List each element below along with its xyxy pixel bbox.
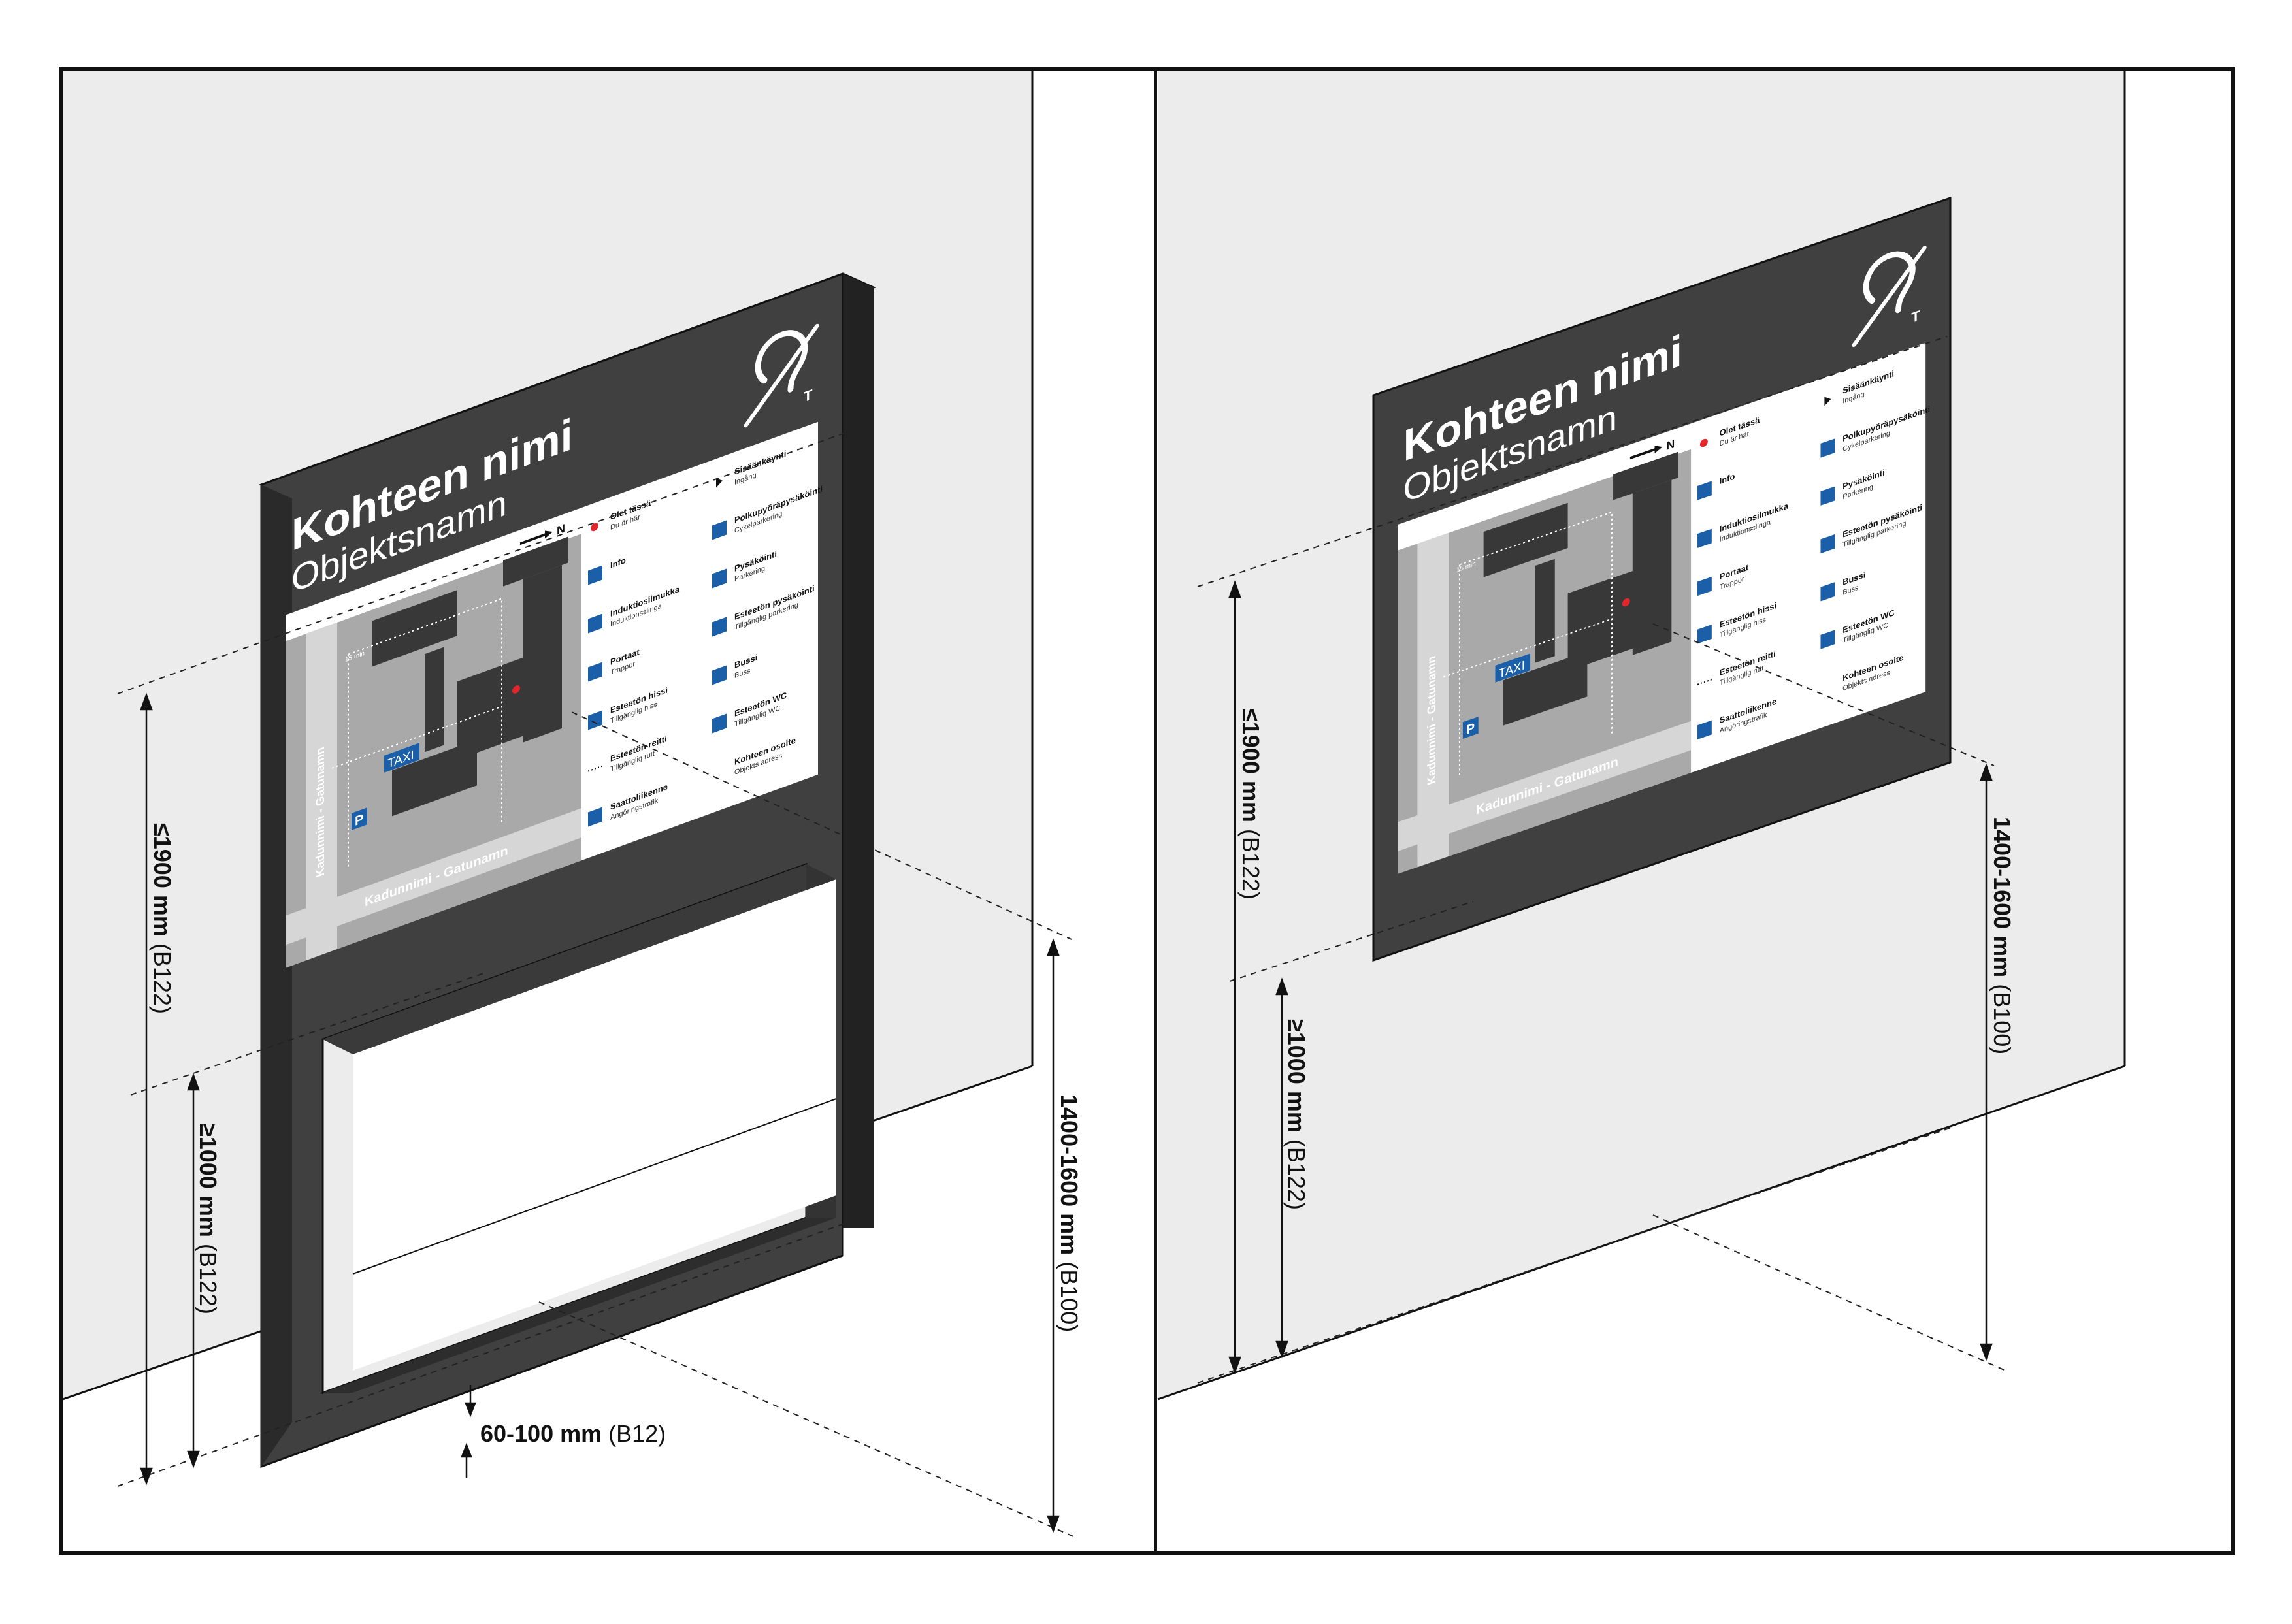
drop-off-icon: [1697, 720, 1712, 739]
loop-letter: T: [804, 385, 813, 405]
frame-right-face: [843, 274, 874, 1228]
info-icon: [588, 565, 602, 585]
hearing-loop-icon: T: [744, 323, 819, 428]
you-are-here-marker: [1622, 598, 1630, 607]
north-label: N: [557, 521, 565, 538]
main-street: [1398, 721, 1692, 851]
induction-loop-icon: [588, 613, 602, 634]
accessible-wc-icon: [1820, 630, 1835, 649]
dimension-arrows: [140, 580, 1993, 1533]
opening-inner-bottom: [323, 1218, 836, 1393]
stairs-icon: [1697, 576, 1712, 596]
parking-icon: [712, 568, 727, 589]
elevator-icon: [588, 710, 602, 730]
induction-loop-icon: [1697, 528, 1712, 548]
right-center-height-label: 1400-1600 mm (B100): [1989, 817, 2016, 1054]
parking-label: P: [355, 811, 364, 829]
bus-icon: [712, 665, 727, 685]
hearing-loop-icon: T: [1852, 245, 1927, 348]
base-gap-label: 60-100 mm (B12): [480, 1420, 666, 1447]
map-building: [372, 590, 457, 667]
map-building: [392, 739, 477, 817]
dotted-route-icon: [588, 765, 602, 772]
side-street-label: Kadunnimi - Gatunamn: [1425, 654, 1438, 787]
opening-floor-view: [353, 879, 836, 1371]
elevator-icon: [1697, 625, 1712, 644]
map-building: [503, 536, 568, 587]
parking-icon: [1462, 717, 1479, 739]
loop-letter: T: [1911, 307, 1920, 326]
taxi-icon: [1495, 653, 1531, 683]
opening-floor-line: [352, 1098, 837, 1275]
info-icon: [1697, 481, 1712, 500]
map-building: [1613, 451, 1678, 500]
accessible-parking-icon: [712, 617, 727, 637]
you-are-here-icon: [1699, 438, 1708, 447]
entrance-arrow-icon: [716, 478, 723, 488]
map-building: [523, 565, 562, 743]
dimension-lines: [117, 336, 2009, 1537]
map-building: [1483, 502, 1568, 577]
side-street: [306, 622, 337, 961]
left-min-height-label: ≥1000 mm (B122): [195, 1124, 221, 1314]
parking-icon: [352, 807, 367, 830]
map-building: [1535, 559, 1555, 663]
accessible-wc-icon: [712, 713, 727, 734]
right-max-height-label: ≤1900 mm (B122): [1237, 709, 1264, 900]
taxi-icon: [384, 743, 419, 773]
dotted-route-icon: [1697, 679, 1712, 685]
opening-inner-top: [323, 864, 836, 1054]
accessible-route: [332, 598, 502, 868]
bicycle-icon: [1820, 438, 1835, 458]
map-building: [425, 647, 444, 753]
accessible-parking-icon: [1820, 534, 1835, 554]
you-are-here-marker: [512, 685, 520, 694]
map-building: [1503, 651, 1588, 726]
bus-icon: [1820, 582, 1835, 602]
side-street: [1417, 532, 1449, 868]
drop-off-icon: [588, 807, 602, 827]
entrance-arrow-icon: [1824, 397, 1831, 406]
bicycle-icon: [712, 520, 727, 540]
north-label: N: [1666, 436, 1675, 453]
map-building: [1632, 479, 1672, 655]
parking-label: P: [1466, 721, 1475, 738]
dimension-labels: ≤1900 mm (B122) ≥1000 mm (B122) 1400-160…: [149, 709, 2016, 1447]
accessible-route: [1443, 511, 1613, 775]
main-street: [286, 808, 581, 945]
right-min-height-label: ≥1000 mm (B122): [1283, 1019, 1310, 1210]
stairs-icon: [588, 662, 602, 682]
side-street-label: Kadunnimi - Gatunamn: [314, 745, 327, 879]
left-max-height-label: ≤1900 mm (B122): [149, 823, 176, 1014]
left-center-height-label: 1400-1600 mm (B100): [1056, 1094, 1083, 1332]
you-are-here-icon: [591, 523, 598, 532]
right-floor: [1158, 1066, 2231, 1551]
parking-icon: [1820, 486, 1835, 506]
frame-left-depth: [261, 485, 292, 1467]
